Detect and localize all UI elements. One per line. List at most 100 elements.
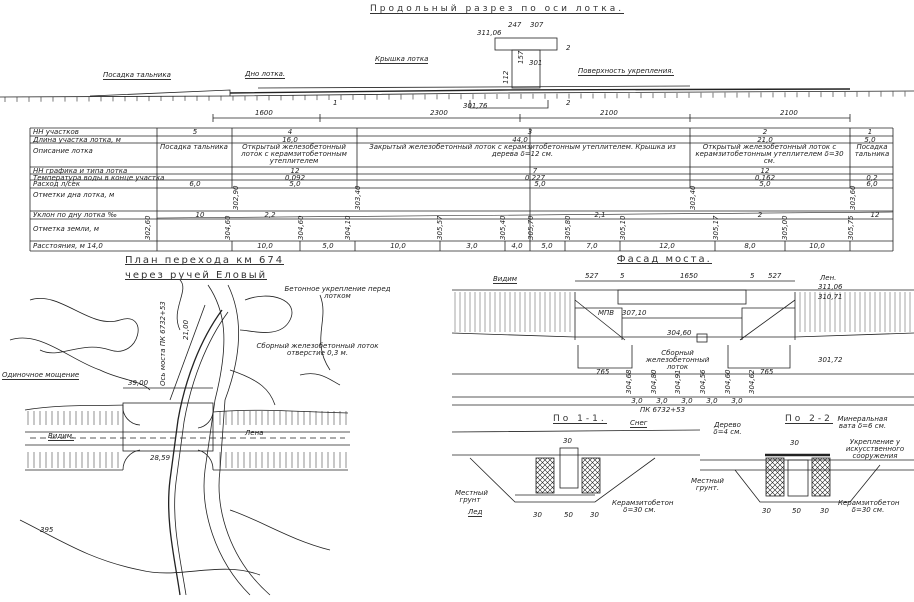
section-2-2-title: По 2-2 [785,414,833,424]
bottom-elevation: 303,60 [849,185,857,211]
section-number: 4 [287,128,293,136]
dim: 527 [768,272,782,280]
span-dim: 2300 [430,109,448,117]
profile-title: Продольный разрез по оси лотка. [370,4,625,14]
ground-line [451,332,914,338]
section-number: 3 [527,128,533,136]
dim-28: 28,59 [150,454,171,462]
pk-label: ПК 6732+53 [640,406,686,414]
section-1-1-title: По 1-1. [553,414,607,424]
contour-line [239,295,293,333]
flow-rate: 5,0 [289,180,301,188]
row-label: Уклон по дну лотка ‰ [33,211,117,219]
snow-layer [451,429,701,456]
section-description: Открытый железобетонный лоток с керамзит… [695,143,844,165]
dim: 50 [792,507,801,515]
distance: 10,0 [257,242,273,250]
bottom-elevation: 303,40 [354,185,362,211]
section-1-1 [451,429,701,503]
bridge-plan [122,402,214,452]
dim-157: 157 [517,50,525,64]
dim: 50 [564,511,573,519]
cut-2-mark: 2 [566,99,571,107]
dim: 30 [590,511,599,519]
insulation-right [811,457,831,497]
label-soil: Местный грунт. [691,477,724,492]
channel-bottom [229,88,851,94]
distance: 5,0 [541,242,553,250]
row-label: Температура воды в конце участка [33,174,165,182]
slope-value: 10 [195,211,205,219]
span-dim: 2100 [600,109,618,117]
elev-301: 301,76 [463,102,488,110]
contour-line [319,294,331,371]
dim-21: 21,00 [182,319,190,340]
slope-value: 2,1 [594,211,606,219]
facade-ground-elevation: 304,68 [625,369,633,395]
section-length: 5,0 [864,136,876,144]
contour-line [299,373,341,386]
span-dim: 1600 [255,109,273,117]
bottom-elevation: 302,90 [232,185,240,211]
bottom-elevation: 303,40 [689,185,697,211]
ground-elevation: 305,80 [564,215,572,241]
label-reinforce: Укрепление у искусственного сооружения [845,438,905,460]
facade-distance: 3,0 [706,397,718,405]
dim: 30 [533,511,542,519]
distance: 4,0 [511,242,523,250]
section-description: Открытый железобетонный лоток с керамзит… [241,143,347,165]
slope-line [156,211,894,219]
ground-elevation: 304,10 [344,215,352,241]
facade-ground-elevation: 304,60 [724,369,732,395]
insulation-left [535,457,555,494]
road-edge [203,284,251,596]
section-description: Посадка тальника [854,143,890,158]
row-label: Отметки дна лотка, м [33,191,115,199]
bank-top [24,404,349,414]
facade-ground-elevation: 304,62 [748,369,756,395]
elev-307: 307,10 [622,309,647,317]
facade-ground-elevation: 304,91 [674,369,682,395]
bridge-deck [494,37,558,51]
distance: 7,0 [586,242,598,250]
label-concrete: Бетонное укрепление перед лотком [284,285,391,300]
label-paving: Одиночное мощение [2,371,80,380]
section-description: Закрытый железобетонный лоток с керамзит… [369,143,676,158]
ground-elevation: 305,57 [436,215,444,241]
bridge-deck [617,289,747,305]
channel-cover [257,85,691,89]
distance: 10,0 [809,242,825,250]
abutment-right [739,292,796,341]
span-dim: 2100 [780,109,798,117]
embankment-hatch [454,292,911,332]
surface-layer [700,459,914,471]
ground-elevation: 304,60 [224,215,232,241]
dim: 1650 [680,272,698,280]
slope-value: 2,2 [264,211,276,219]
planting-wedge [89,89,231,97]
ground-hatch [4,91,906,102]
channel-line [174,311,229,596]
dimension-ticks [212,114,851,122]
label-lena: Лен. [820,274,837,282]
facade-ground-elevation: 304,80 [650,369,658,395]
plan-title: План перехода км 674 [125,255,285,266]
facade-distance: 3,0 [656,397,668,405]
insulation-right [581,457,601,494]
contour-line [9,337,151,391]
ground-elevation: 302,60 [144,215,152,241]
row-label: НН графика и типа лотка [33,167,128,175]
cone-paving [122,404,214,471]
channel-tray [787,459,809,497]
ground-elevation: 305,70 [527,215,535,241]
longitudinal-profile [0,37,914,122]
trench [469,457,656,503]
distance: 8,0 [744,242,756,250]
elev-311: 311,06 [477,29,502,37]
profile-table-grid [29,127,894,252]
ground-line [0,90,914,98]
ground-elevation: 304,60 [297,215,305,241]
label-vidim: Видим. [48,432,75,441]
dim-301: 301 [529,59,543,67]
